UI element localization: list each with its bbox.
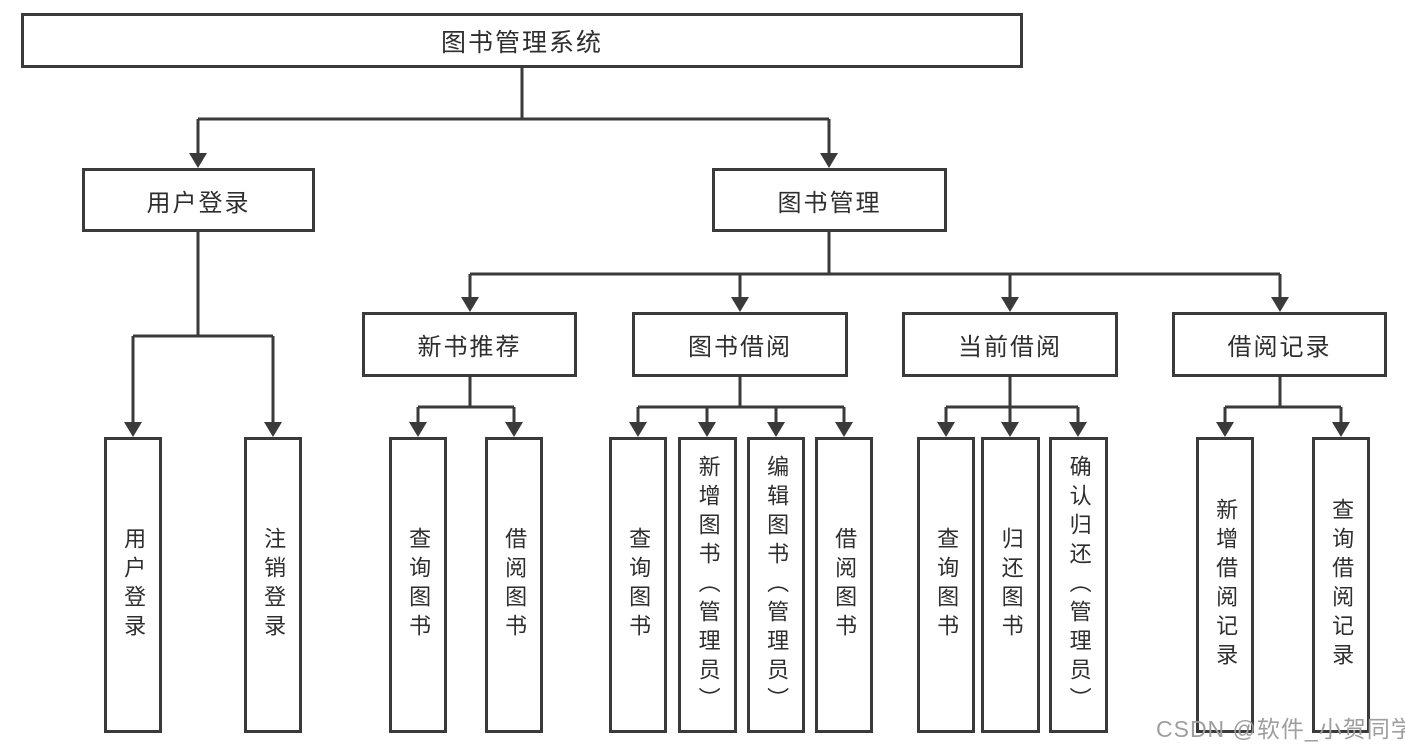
leaf-add-borrow-record-label: 新增借阅记录 bbox=[1213, 498, 1239, 672]
leaf-add-books-admin: 新增图书（管理员） bbox=[678, 437, 737, 733]
node-book-management: 图书管理 bbox=[712, 168, 947, 232]
leaf-user-login-label: 用户登录 bbox=[121, 527, 147, 643]
node-current-borrow: 当前借阅 bbox=[902, 312, 1118, 377]
leaf-return-books: 归还图书 bbox=[981, 437, 1040, 733]
leaf-query-books-borrow: 查询图书 bbox=[609, 437, 667, 733]
node-new-book-recommend-label: 新书推荐 bbox=[417, 334, 522, 361]
node-user-login-label: 用户登录 bbox=[146, 189, 251, 217]
node-library-system: 图书管理系统 bbox=[21, 13, 1023, 68]
node-book-borrow-label: 图书借阅 bbox=[688, 334, 792, 361]
leaf-logout: 注销登录 bbox=[244, 437, 302, 733]
leaf-borrow-books-label: 借阅图书 bbox=[832, 527, 858, 643]
leaf-edit-books-admin: 编辑图书（管理员） bbox=[747, 437, 805, 733]
leaf-user-login: 用户登录 bbox=[104, 437, 162, 733]
leaf-confirm-return-admin-label: 确认归还（管理员） bbox=[1066, 454, 1092, 716]
node-borrow-records: 借阅记录 bbox=[1172, 312, 1387, 377]
leaf-confirm-return-admin: 确认归还（管理员） bbox=[1049, 437, 1108, 733]
leaf-query-borrow-record-label: 查询借阅记录 bbox=[1329, 498, 1355, 672]
leaf-edit-books-admin-label: 编辑图书（管理员） bbox=[764, 454, 790, 716]
leaf-return-books-label: 归还图书 bbox=[998, 527, 1024, 643]
node-library-system-label: 图书管理系统 bbox=[440, 28, 603, 57]
leaf-add-borrow-record: 新增借阅记录 bbox=[1196, 437, 1254, 733]
node-current-borrow-label: 当前借阅 bbox=[958, 334, 1062, 361]
leaf-query-books-borrow-label: 查询图书 bbox=[626, 527, 652, 643]
arrowheads bbox=[124, 153, 1350, 437]
watermark: CSDN @软件_小贺同学 bbox=[1156, 716, 1405, 742]
leaf-borrow-books-recommend-label: 借阅图书 bbox=[502, 527, 528, 643]
leaf-borrow-books-recommend: 借阅图书 bbox=[485, 437, 543, 733]
node-new-book-recommend: 新书推荐 bbox=[362, 312, 577, 377]
leaf-borrow-books: 借阅图书 bbox=[815, 437, 873, 733]
node-book-borrow: 图书借阅 bbox=[632, 312, 848, 377]
leaf-query-books-recommend: 查询图书 bbox=[389, 437, 447, 733]
leaf-query-books-recommend-label: 查询图书 bbox=[406, 527, 432, 643]
leaf-query-books-current-label: 查询图书 bbox=[934, 527, 960, 643]
node-book-management-label: 图书管理 bbox=[777, 189, 882, 217]
leaf-logout-label: 注销登录 bbox=[261, 527, 287, 643]
node-borrow-records-label: 借阅记录 bbox=[1227, 334, 1332, 361]
node-user-login: 用户登录 bbox=[82, 168, 315, 232]
leaf-query-books-current: 查询图书 bbox=[917, 437, 975, 733]
leaf-query-borrow-record: 查询借阅记录 bbox=[1312, 437, 1370, 733]
leaf-add-books-admin-label: 新增图书（管理员） bbox=[695, 454, 721, 716]
